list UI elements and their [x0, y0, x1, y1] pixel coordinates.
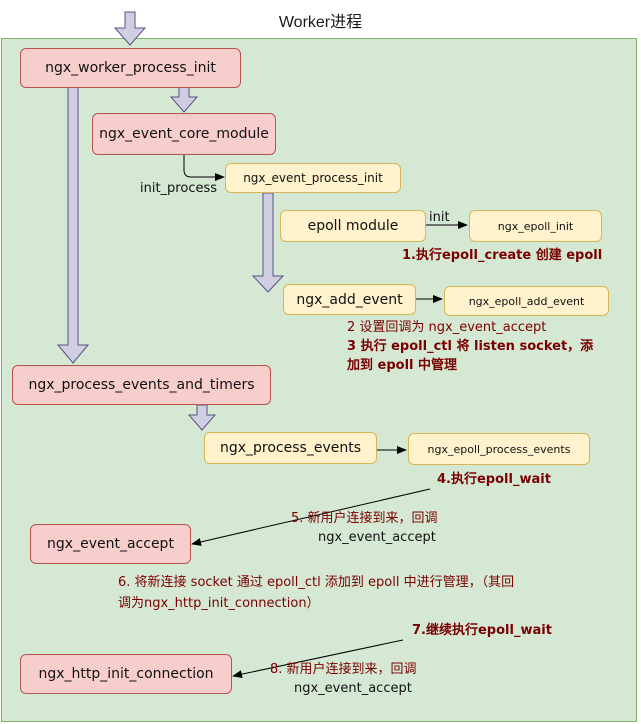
note-new-connection2-line1: 8. 新用户连接到来，回调 [270, 662, 417, 677]
flow-arrow-to-process-events-timers [56, 86, 90, 364]
node-add-event[interactable]: ngx_add_event [283, 284, 416, 315]
node-event-core-module[interactable]: ngx_event_core_module [92, 113, 276, 155]
node-epoll-add-event[interactable]: ngx_epoll_add_event [444, 286, 609, 316]
note-new-connection-line2: ngx_event_accept [318, 530, 436, 545]
node-process-events[interactable]: ngx_process_events [204, 432, 377, 464]
node-epoll-module[interactable]: epoll module [280, 210, 426, 242]
note-epoll-create: 1.执行epoll_create 创建 epoll [402, 248, 603, 263]
flow-arrow-to-event-core [169, 86, 199, 113]
note-add-conn-line1: 6. 将新连接 socket 通过 epoll_ctl 添加到 epoll 中进… [118, 575, 515, 590]
note-new-connection2-line2: ngx_event_accept [294, 681, 412, 696]
node-epoll-process-events[interactable]: ngx_epoll_process_events [408, 433, 590, 465]
edge-label-init: init [429, 210, 450, 225]
note-add-conn-line2: 调为ngx_http_init_connection） [118, 596, 320, 611]
note-continue-epoll-wait: 7.继续执行epoll_wait [412, 623, 552, 638]
edge-label-init-process: init_process [140, 181, 218, 196]
node-event-process-init[interactable]: ngx_event_process_init [225, 163, 401, 193]
node-epoll-init[interactable]: ngx_epoll_init [469, 210, 602, 242]
node-process-events-and-timers[interactable]: ngx_process_events_and_timers [12, 365, 271, 405]
flow-arrow-entry [113, 11, 147, 46]
note-set-callback: 2 设置回调为 ngx_event_accept [347, 320, 547, 335]
init-process-arrow [183, 155, 225, 181]
callback-arrow-event-accept [191, 488, 431, 546]
node-worker-process-init[interactable]: ngx_worker_process_init [20, 48, 241, 88]
node-http-init-connection[interactable]: ngx_http_init_connection [20, 654, 232, 694]
flow-arrow-to-add-event [251, 192, 285, 293]
note-epoll-wait: 4.执行epoll_wait [437, 472, 551, 487]
diagram-title: Worker进程 [278, 14, 363, 31]
note-epoll-ctl-line1: 3 执行 epoll_ctl 将 listen socket，添 [347, 339, 594, 354]
note-new-connection-line1: 5. 新用户连接到来，回调 [291, 511, 438, 526]
note-epoll-ctl-line2: 加到 epoll 中管理 [347, 358, 458, 373]
node-event-accept[interactable]: ngx_event_accept [30, 524, 191, 564]
callback-arrow-http-init [232, 639, 404, 679]
flow-arrow-to-process-events [187, 404, 217, 431]
